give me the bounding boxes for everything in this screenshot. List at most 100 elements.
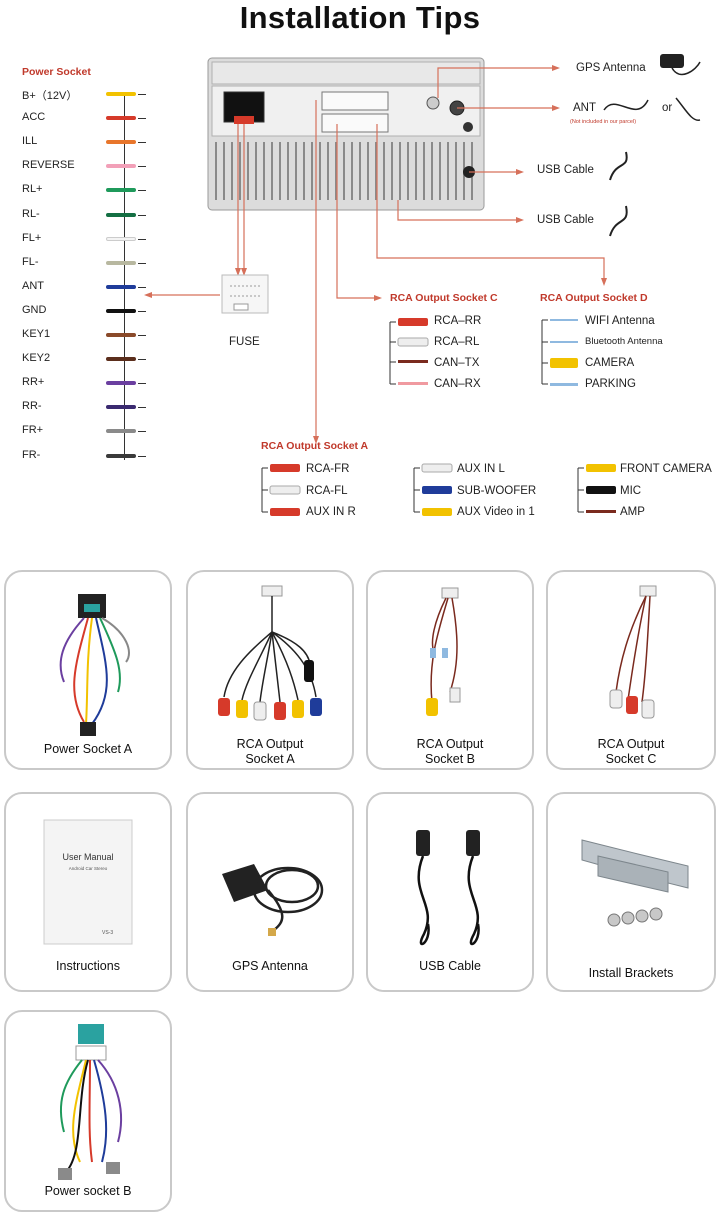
brackets-screws-icon [581,839,689,927]
power-pin-tick [138,166,146,168]
usb-cable-label-1: USB Cable [537,164,594,176]
product-caption: GPS Antenna [232,959,308,973]
power-pin-wire [106,381,136,386]
socket-c-item: CAN–RX [434,378,481,390]
socket-a-item: RCA-FR [306,463,350,475]
rca-harness-c-icon [609,585,657,719]
power-pin-tick [138,310,146,312]
power-pin-row: RR+ [22,376,146,390]
product-caption: RCA Output Socket A [236,737,304,766]
power-pin-label: REVERSE [22,159,75,172]
power-pin-wire [106,236,136,241]
power-pin-tick [138,142,146,144]
power-pin-tick [138,359,146,361]
power-pin-label: FL- [22,255,39,268]
product-caption: Instructions [56,959,120,973]
power-pin-label: KEY2 [22,352,51,365]
product-caption: RCA Output Socket C [597,737,665,766]
power-pin-tick [138,190,146,192]
product-card-rca-socket-a: RCA Output Socket A [186,570,354,770]
or-label: or [662,102,673,114]
power-pin-label: ANT [22,279,44,292]
power-pin-wire [106,164,136,169]
power-pin-wire [106,140,136,145]
power-pin-tick [138,214,146,216]
socket-a-heading: RCA Output Socket A [261,440,369,452]
socket-a-item: SUB-WOOFER [457,485,537,497]
power-pin-row: KEY1 [22,328,146,342]
power-pin-wire [106,116,136,121]
power-pin-row: ACC [22,111,146,125]
gps-antenna-product-icon [222,864,324,936]
socket-d-heading: RCA Output Socket D [540,292,648,304]
gps-antenna-icon [660,54,701,76]
power-pin-tick [138,383,146,385]
product-caption: Install Brackets [588,966,674,980]
power-socket-bracket [124,94,125,460]
socket-d-item: Bluetooth Antenna [585,336,663,347]
product-card-install-brackets: Install Brackets [546,792,716,992]
rca-harness-b-icon [426,587,461,716]
power-pin-row: KEY2 [22,352,146,366]
power-pin-label: RR- [22,400,42,413]
power-pin-tick [138,118,146,120]
power-pin-row: FL- [22,255,146,270]
rca-harness-a-icon [218,585,322,721]
ant-label: ANT [573,102,596,114]
product-caption: RCA Output Socket B [416,737,484,766]
power-pin-row: GND [22,303,146,318]
power-pin-label: ACC [22,111,46,124]
socket-a-item: AUX Video in 1 [457,506,535,518]
power-pin-row: REVERSE [22,159,146,173]
power-pin-wire [106,333,136,337]
manual-code: VS-3 [102,930,114,936]
product-caption: USB Cable [419,959,481,973]
power-pin-wire [106,284,136,289]
manual-title: User Manual [62,852,114,862]
usb-cable-label-2: USB Cable [537,214,594,226]
power-pin-label: RL+ [22,183,43,196]
product-card-gps-antenna: GPS Antenna [186,792,354,992]
power-pin-row: RL+ [22,183,146,197]
power-pin-label: GND [22,303,47,316]
socket-a-item: AUX IN R [306,506,356,518]
power-pin-row: ANT [22,279,146,294]
power-pin-wire [106,188,136,193]
ant-cable-icon [603,97,701,121]
manual-subtitle: Android Car Stereo [68,866,108,871]
socket-c-item: CAN–TX [434,357,480,369]
product-card-instructions: User Manual Android Car Stereo VS-3 Inst… [4,792,172,992]
socket-d-item: CAMERA [585,357,635,369]
power-pin-label: FR- [22,448,41,461]
power-pin-row: RR- [22,400,146,414]
wiring-lines [144,54,701,516]
power-pin-tick [138,286,146,288]
power-harness-b-icon [58,1024,122,1180]
power-pin-row: RL- [22,208,146,222]
socket-c-item: RCA–RL [434,336,480,348]
power-pin-wire [106,405,136,410]
power-pin-label: KEY1 [22,328,51,340]
socket-a-item: AUX IN L [457,463,505,475]
page-title: Installation Tips [239,0,481,35]
power-pin-label: FL+ [22,231,42,244]
socket-a-item: RCA-FL [306,485,348,497]
power-pin-label: FR+ [22,424,44,437]
power-harness-a-icon [59,594,130,736]
power-pin-wire [106,453,136,458]
product-card-rca-socket-c: RCA Output Socket C [546,570,716,770]
power-pin-wire [106,212,136,217]
ant-note: (Not included in our parcel) [570,119,637,125]
power-pin-row: FL+ [22,231,146,246]
fuse-label: FUSE [229,336,260,348]
product-caption: Power socket B [44,1184,132,1198]
power-pin-tick [138,431,146,433]
power-pin-wire [106,357,136,362]
socket-a-item: MIC [620,485,642,497]
power-pin-wire [106,308,136,313]
power-pin-wire [106,92,136,96]
power-pin-wire [106,429,136,434]
power-pin-tick [138,94,146,95]
product-caption: Power Socket A [43,742,133,756]
user-manual-icon [43,819,133,945]
